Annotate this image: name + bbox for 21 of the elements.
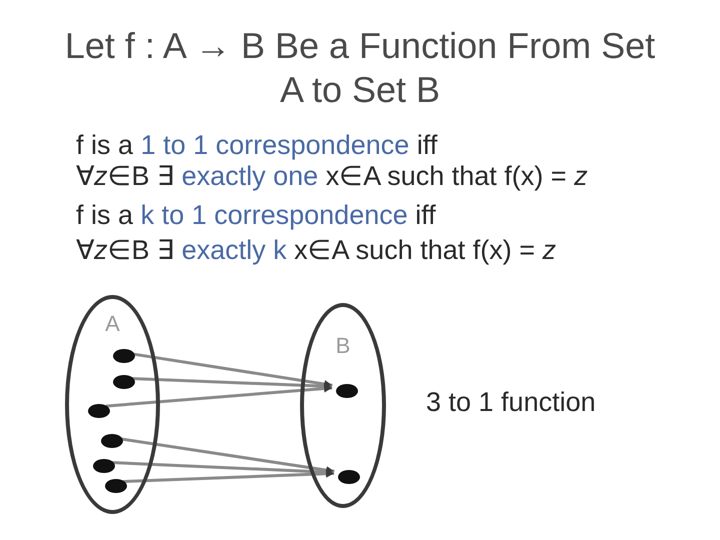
definition-text: ∀z∈B ∃ exactly k x∈A such that f(x) = z: [76, 235, 556, 265]
element-dot: [93, 459, 115, 473]
element-dot: [338, 470, 360, 484]
element-dot: [113, 375, 135, 389]
slide-title: Let f : A → B Be a Function From Set A to Set B: [64, 24, 656, 112]
set-label: B: [336, 333, 350, 359]
element-dot: [101, 434, 123, 448]
mapping-arrow: [130, 376, 332, 390]
mapping-arrow: [122, 470, 334, 484]
set-label: A: [105, 311, 120, 337]
function-label: 3 to 1 function: [426, 387, 596, 417]
mapping-arrow: [106, 384, 332, 408]
definition-text: f is a k to 1 correspondence iff: [76, 200, 436, 230]
set-ellipse: [300, 303, 386, 508]
element-dot: [105, 479, 127, 493]
set-ellipse: [65, 295, 160, 514]
element-dot: [88, 404, 110, 418]
element-dot: [336, 384, 358, 398]
definition-text: f is a 1 to 1 correspondence iff: [76, 130, 438, 160]
element-dot: [113, 349, 135, 363]
definition-text: ∀z∈B ∃ exactly one x∈A such that f(x) = z: [76, 161, 588, 191]
